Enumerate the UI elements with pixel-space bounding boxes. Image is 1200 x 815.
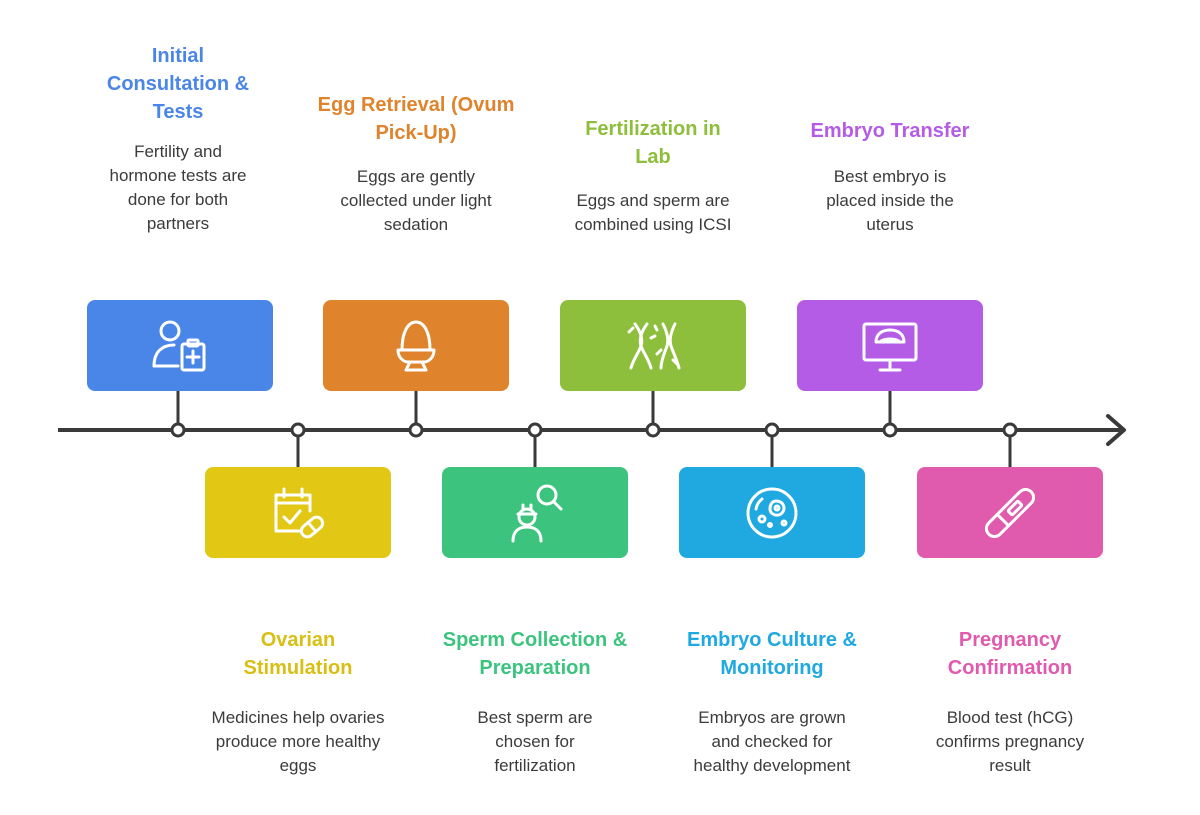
person-magnifier-icon	[511, 484, 563, 542]
egg-cup-icon	[396, 320, 436, 371]
step-8-description: Blood test (hCG) confirms pregnancy resu…	[935, 708, 1085, 775]
patient-clipboard-icon	[152, 320, 206, 371]
step-5-title: Fertilization in Lab	[585, 118, 721, 168]
step-1-label: Initial Consultation & Tests Fertility a…	[78, 42, 278, 236]
step-3-box	[323, 300, 509, 391]
step-1-title: Initial Consultation & Tests	[106, 45, 250, 123]
step-7-label: Embryo Transfer Best embryo is placed in…	[790, 117, 990, 237]
pregnancy-test-icon	[984, 487, 1036, 538]
step-7-box	[797, 300, 983, 391]
timeline-arrowhead	[1106, 414, 1126, 446]
step-6-box	[679, 467, 865, 558]
step-1-description: Fertility and hormone tests are done for…	[109, 142, 247, 233]
step-4-label: Sperm Collection & Preparation Best sper…	[435, 626, 635, 778]
step-1-box	[87, 300, 273, 391]
step-6-title: Embryo Culture & Monitoring	[686, 629, 858, 679]
step-7-description: Best embryo is placed inside the uterus	[826, 167, 954, 234]
step-6-description: Embryos are grown and checked for health…	[693, 708, 851, 775]
timeline-node-4	[527, 422, 543, 438]
step-3-title: Egg Retrieval (Ovum Pick-Up)	[317, 94, 515, 144]
timeline-node-3	[408, 422, 424, 438]
timeline-node-6	[764, 422, 780, 438]
step-3-label: Egg Retrieval (Ovum Pick-Up) Eggs are ge…	[316, 91, 516, 237]
calendar-pill-icon	[274, 487, 325, 538]
step-4-description: Best sperm are chosen for fertilization	[477, 708, 593, 775]
timeline-node-2	[290, 422, 306, 438]
step-2-description: Medicines help ovaries produce more heal…	[211, 708, 385, 775]
step-2-label: Ovarian Stimulation Medicines help ovari…	[198, 626, 398, 778]
step-5-box	[560, 300, 746, 391]
step-4-box	[442, 467, 628, 558]
step-7-title: Embryo Transfer	[810, 120, 970, 142]
step-2-box	[205, 467, 391, 558]
step-8-title: Pregnancy Confirmation	[947, 629, 1073, 679]
step-2-title: Ovarian Stimulation	[243, 629, 353, 679]
step-8-box	[917, 467, 1103, 558]
timeline-node-7	[882, 422, 898, 438]
step-4-title: Sperm Collection & Preparation	[442, 629, 628, 679]
petri-dish-icon	[746, 487, 798, 538]
step-6-label: Embryo Culture & Monitoring Embryos are …	[672, 626, 872, 778]
chromosomes-icon	[627, 322, 681, 369]
timeline-node-8	[1002, 422, 1018, 438]
step-8-label: Pregnancy Confirmation Blood test (hCG) …	[910, 626, 1110, 778]
step-3-description: Eggs are gently collected under light se…	[340, 167, 492, 234]
ultrasound-monitor-icon	[862, 322, 918, 371]
timeline-node-1	[170, 422, 186, 438]
timeline-node-5	[645, 422, 661, 438]
step-5-description: Eggs and sperm are combined using ICSI	[574, 191, 732, 234]
step-5-label: Fertilization in Lab Eggs and sperm are …	[553, 115, 753, 237]
